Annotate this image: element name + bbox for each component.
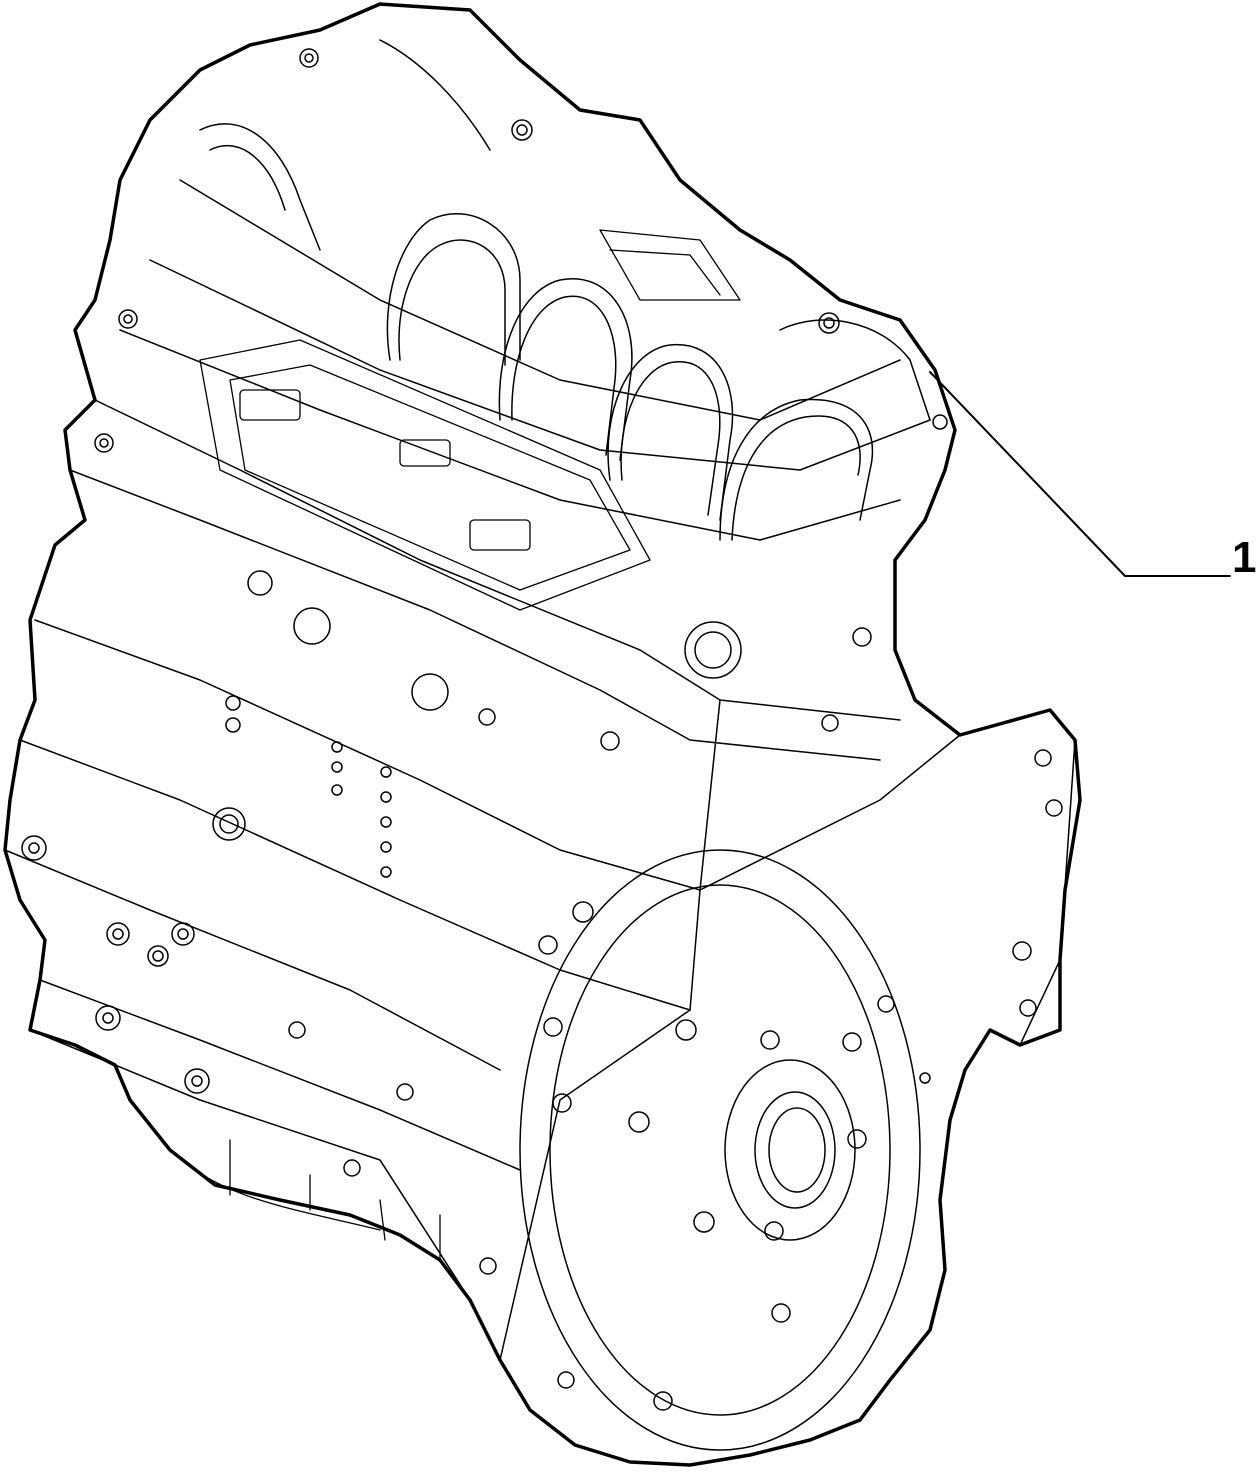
intake-manifold xyxy=(199,39,931,541)
flywheel-housing xyxy=(519,709,1076,1451)
bolt-holes xyxy=(21,48,1063,1411)
valve-cover xyxy=(199,229,741,611)
block-body-lines xyxy=(4,179,961,1361)
callout-leader-line xyxy=(929,371,1231,577)
engine-outline xyxy=(3,2,1082,1467)
callout-number-1: 1 xyxy=(1232,533,1256,582)
oil-pan xyxy=(169,1139,441,1261)
